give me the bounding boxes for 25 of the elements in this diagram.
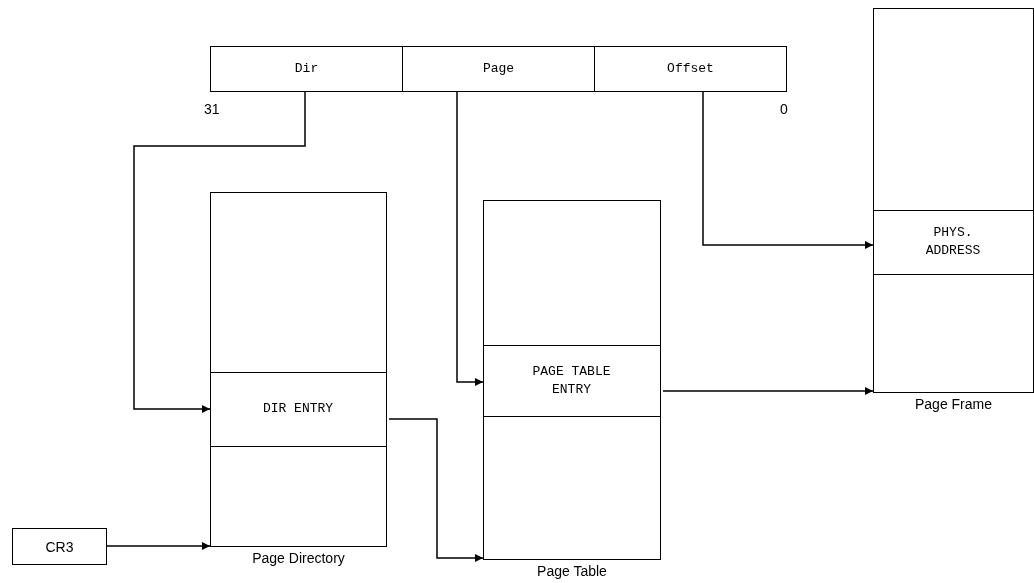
arrow: [662, 387, 874, 395]
bit-number: 0: [780, 101, 788, 117]
field-label: Page: [482, 60, 515, 78]
table-caption: Page Frame: [913, 396, 993, 412]
address-field: [594, 46, 787, 92]
register-box: [12, 528, 107, 565]
field-label: Dir: [294, 60, 319, 78]
bit-number: 31: [204, 101, 220, 117]
entry-row: [209, 371, 387, 447]
entry-label: DIR ENTRY: [262, 400, 334, 418]
arrow: [388, 418, 484, 562]
arrow: [133, 91, 306, 413]
register-label: CR3: [45, 537, 74, 556]
arrow: [702, 91, 874, 249]
table-caption: Page Table: [536, 563, 608, 579]
entry-label: PAGE TABLE ENTRY: [531, 362, 612, 399]
address-field: [210, 46, 403, 92]
address-field: [402, 46, 595, 92]
field-label: Offset: [667, 60, 714, 78]
arrow: [456, 91, 484, 386]
entry-row: [482, 344, 661, 417]
table-caption: Page Directory: [251, 550, 346, 566]
entry-label: PHYS. ADDRESS: [924, 224, 982, 260]
entry-row: [872, 209, 1034, 275]
arrow: [106, 542, 211, 550]
